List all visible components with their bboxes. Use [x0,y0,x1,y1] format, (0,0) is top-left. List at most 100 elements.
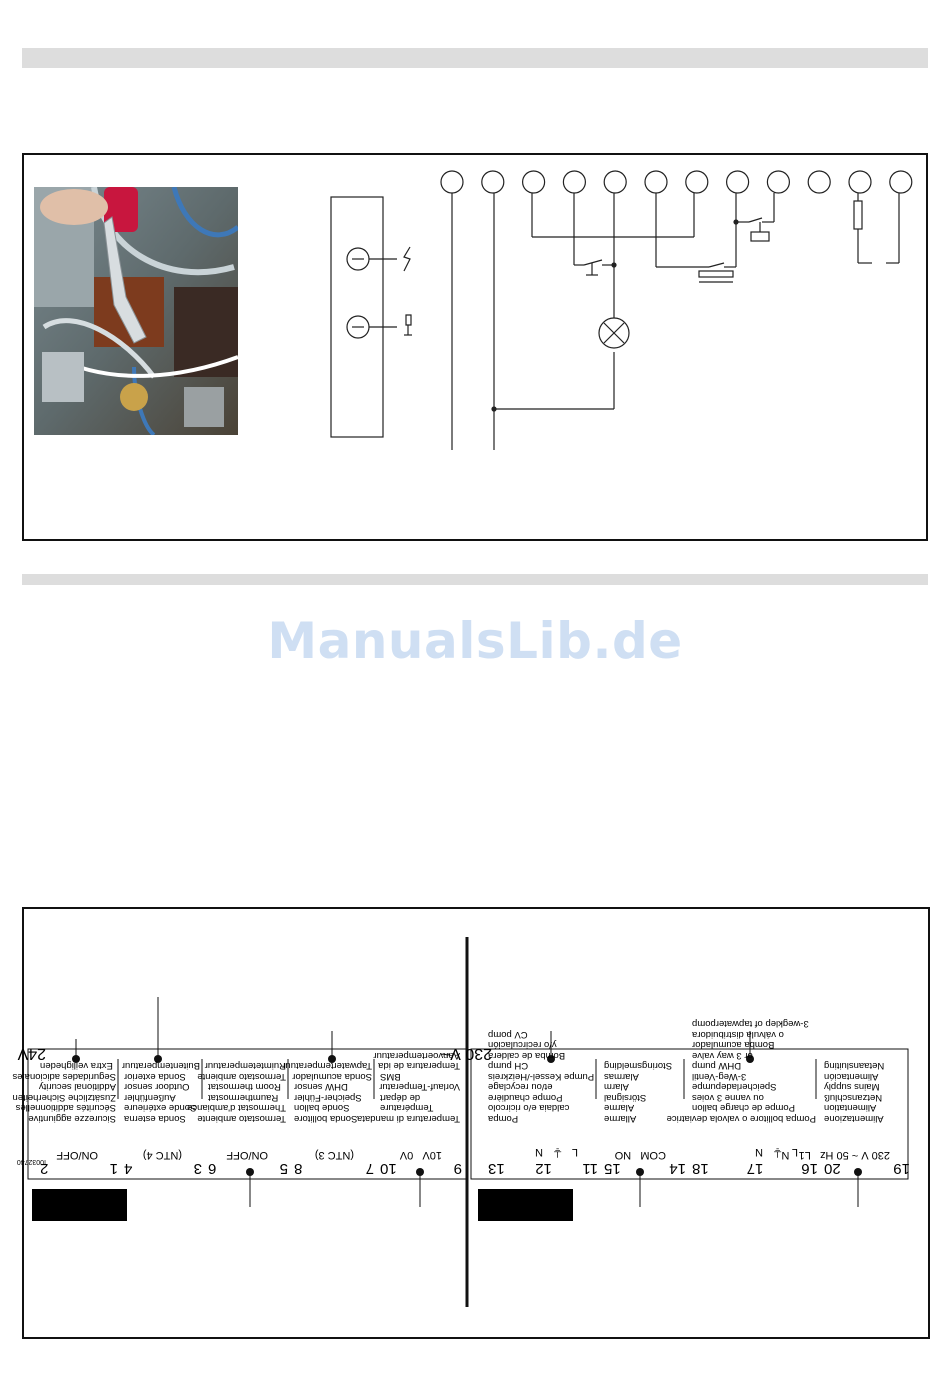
terminal-strip-lines [27,937,909,1307]
left-group-2-label: Sonda esterna [124,1113,186,1124]
left-group-3-label: Raumthermostat [208,1092,279,1103]
right-group-1-label: Pompe chaudière [488,1092,563,1103]
terminal-8 [726,170,750,194]
right-group-1-terminals: 11 12 13 [488,1160,598,1177]
terminal-number: 9 [453,1160,462,1177]
left-group-1-label: Extra veiligheden [40,1060,113,1072]
right-group-1-label: CV pomp [488,1029,528,1040]
terminal-7 [685,170,709,194]
terminal-number: 8 [294,1160,303,1177]
right-group-1-label: caldaia e/o ricircolo [488,1102,570,1114]
right-group-2-label: Alarme [604,1102,635,1114]
right-group-1-label: Bomba de caldera [488,1050,566,1061]
left-group-1-label: Seguridades adicionales [12,1071,116,1082]
terminal-10 [807,170,831,194]
wiring-panel-top [22,153,928,541]
terminal-5 [603,170,627,194]
right-group-1-label: Pompa [488,1113,519,1124]
left-group-2-label: Buitentemperatuur [121,1060,200,1072]
right-group-2-note: COM NO [614,1149,666,1161]
right-group-4-label: Mains supply [824,1081,880,1093]
right-group-3-label: 3-wegklep of tapwaterpomp [692,1018,809,1030]
label-block-left [32,1189,127,1221]
terminal-3 [522,170,546,194]
left-group-5-label: Vorlauf-Temperatur [379,1081,460,1093]
right-group-3-label: or 3 way valve [692,1050,753,1061]
right-group-4-label: Netaansluiting [824,1060,885,1072]
voltage-230v: 230 V~ [440,1045,492,1062]
left-group-2-note: (NTC 4) [142,1149,182,1161]
left-group-5-label: Temperatura di mandata [357,1113,460,1124]
terminal-number: 11 [582,1160,598,1177]
left-group-3-note: ON/OFF [226,1149,268,1161]
terminal-number: 7 [365,1160,374,1177]
right-group-1-label: et/ou recyclage [488,1081,553,1093]
right-group-4-label: Alimentazione [824,1113,884,1124]
left-group-1-label: Additional security [38,1081,116,1093]
left-group-3-label: Termostato ambiente [197,1071,286,1082]
left-group-4-label: DHW sensor [294,1081,348,1093]
left-group-2-label: Außenfühler [124,1092,176,1103]
left-group-4-label: Speicher-Fühler [294,1092,362,1103]
terminal-2 [481,170,505,194]
right-group-4-label: Alimentación [824,1071,879,1082]
terminal-number: 12 [535,1160,552,1177]
right-group-1-label: CH pump [488,1060,529,1072]
terminal-11 [848,170,872,194]
terminal-9 [766,170,790,194]
watermark: ManualsLib.de [267,612,683,670]
right-group-3-terminals: 16 17 18 [692,1160,818,1177]
left-group-5-terminals: 9 10 [380,1160,462,1177]
right-group-2-label: Storingsmelding [604,1060,673,1072]
terminal-number: 10 [380,1160,397,1177]
left-group-2-label: Outdoor sensor [124,1081,190,1093]
terminal-number: 20 [824,1160,841,1177]
terminal-number: 16 [801,1160,818,1177]
terminal-1 [440,170,464,194]
terminal-number: 19 [893,1160,910,1177]
left-group-3-label: Ruimtetemperatuur [204,1060,286,1072]
left-group-5-label: Température [380,1102,434,1114]
left-group-4-label: Sonda acumulador [292,1071,372,1082]
right-group-1-label: Pumpe Kessel-/Heizkreis [488,1071,595,1082]
left-group-4-label: Sonde ballon [294,1102,350,1114]
right-group-2-terminals: 14 15 [604,1160,686,1177]
left-group-1-note: ON/OFF [56,1149,98,1161]
left-group-1-label: Sécurités additionnelles [15,1102,116,1114]
terminal-number: 15 [604,1160,621,1177]
left-group-3-label: Thermostat d'ambiance [187,1102,286,1114]
right-group-3-label: ou vanne 3 voies [692,1092,764,1103]
left-group-4-note: (NTC 3) [314,1149,354,1161]
terminal-4 [562,170,586,194]
right-group-3-label: Speicherladepumpe [692,1081,777,1093]
terminal-number: 17 [746,1160,764,1177]
terminal-6 [644,170,668,194]
terminal-number: 13 [488,1160,505,1177]
terminal-number: 18 [692,1160,709,1177]
right-group-4-label: Alimentation [824,1102,877,1114]
terminal-number: 6 [208,1160,217,1177]
left-group-3-label: Termostato ambiente [197,1113,286,1124]
left-group-4-label: Tapwatertemperatuur [282,1060,372,1072]
right-group-1-note: L ⏚ N [535,1146,578,1158]
right-group-2-label: Störsignal [604,1092,647,1103]
left-group-5-label: BMS [380,1071,401,1082]
terminal-number: 3 [193,1160,202,1177]
terminal-number: 14 [669,1160,686,1177]
wiring-schematic [330,170,913,450]
right-group-3-label: Bomba acumulador [692,1039,775,1051]
right-group-3-label: Pompa bollitore o valvola deviatrice [666,1113,816,1124]
left-group-5-note: 10V 0V [399,1149,442,1161]
terminal-number: 1 [109,1160,118,1177]
left-group-5-label: de départ [380,1092,421,1103]
